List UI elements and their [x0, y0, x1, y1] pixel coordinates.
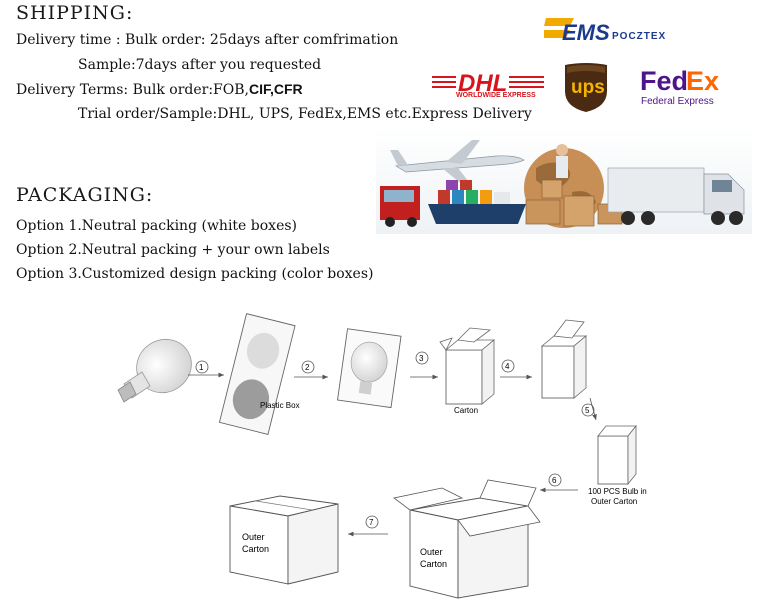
- step-6-label: 6: [552, 476, 557, 485]
- logistics-collage-image: [376, 128, 752, 234]
- step-5-marker: [581, 403, 595, 417]
- bulb-carton-caption-1: 100 PCS Bulb in: [588, 487, 647, 496]
- step-3-marker: [415, 351, 429, 365]
- ems-logo-sub: POCZTEX: [612, 31, 667, 42]
- delivery-terms-bold: CIF,CFR: [249, 81, 303, 97]
- outer-carton-closed-label-1: Outer: [242, 532, 265, 542]
- carton-open-icon: [439, 327, 496, 405]
- packaging-option-1: Option 1.Neutral packing (white boxes): [16, 218, 297, 234]
- dhl-logo: DHL WORLDWIDE EXPRESS: [432, 70, 544, 100]
- led-bulb-icon: [117, 338, 192, 403]
- ems-logo: EMS POCZTEX: [542, 14, 674, 48]
- step-1-label: 1: [199, 363, 204, 372]
- ems-logo-text: EMS: [562, 20, 610, 45]
- closed-carton-icon: [597, 424, 637, 486]
- ems-mark-icon: [542, 18, 574, 38]
- bulb-carton-caption-2: Outer Carton: [591, 497, 637, 506]
- carton-closing-icon: [540, 319, 588, 399]
- outer-carton-open-label-1: Outer: [420, 547, 443, 557]
- outer-carton-open-icon: [393, 479, 541, 599]
- packaging-option-3: Option 3.Customized design packing (colo…: [16, 266, 374, 282]
- carton-caption: Carton: [454, 406, 478, 415]
- step-7-marker: [365, 515, 379, 529]
- delivery-terms-prefix: Delivery Terms: Bulk order:FOB,: [16, 82, 249, 98]
- step-2-label: 2: [305, 363, 310, 372]
- ups-shield-icon: [565, 63, 607, 112]
- plastic-box-caption: Plastic Box: [260, 401, 300, 410]
- shipping-heading: SHIPPING:: [16, 2, 134, 24]
- red-truck-icon: [380, 186, 420, 227]
- delivery-terms-line: Delivery Terms: Bulk order:FOB,CIF,CFR: [16, 81, 303, 98]
- trial-order-line: Trial order/Sample:DHL, UPS, FedEx,EMS e…: [78, 106, 532, 122]
- step-4-marker: [501, 359, 515, 373]
- step-5-label: 5: [585, 406, 590, 415]
- step-1-marker: [195, 360, 209, 374]
- outer-carton-closed-icon: [229, 495, 339, 585]
- step-2-marker: [301, 360, 315, 374]
- outer-carton-open-label-2: Carton: [420, 559, 447, 569]
- fedex-logo-fed: Fed: [640, 66, 689, 96]
- delivery-time-line: Delivery time : Bulk order: 25days after…: [16, 32, 399, 48]
- packaging-heading: PACKAGING:: [16, 184, 154, 206]
- dhl-logo-text: DHL: [456, 70, 510, 98]
- step-4-label: 4: [505, 362, 510, 371]
- packaging-option-2: Option 2.Neutral packing + your own labe…: [16, 242, 330, 258]
- ups-logo: ups: [563, 63, 609, 113]
- outer-carton-closed-label-2: Carton: [242, 544, 269, 554]
- fedex-logo-ex: Ex: [686, 66, 720, 96]
- plastic-box-icon: [218, 313, 296, 435]
- step-3-label: 3: [419, 354, 424, 363]
- white-truck-icon: [607, 167, 745, 225]
- step-7-label: 7: [369, 518, 374, 527]
- sample-line: Sample:7days after you requested: [78, 57, 322, 73]
- fedex-logo-sub: Federal Express: [641, 96, 714, 107]
- fedex-logo: Fed Ex Federal Express: [640, 66, 750, 110]
- dhl-logo-sub: WORLDWIDE EXPRESS: [456, 92, 536, 99]
- ups-logo-text: ups: [571, 77, 605, 98]
- packaging-process-diagram: Plastic Box Carton 100 PCS Bulb in Oute: [117, 313, 647, 599]
- packed-bulb-box-icon: [337, 328, 402, 409]
- cargo-ship-icon: [428, 180, 526, 224]
- step-6-marker: [548, 473, 562, 487]
